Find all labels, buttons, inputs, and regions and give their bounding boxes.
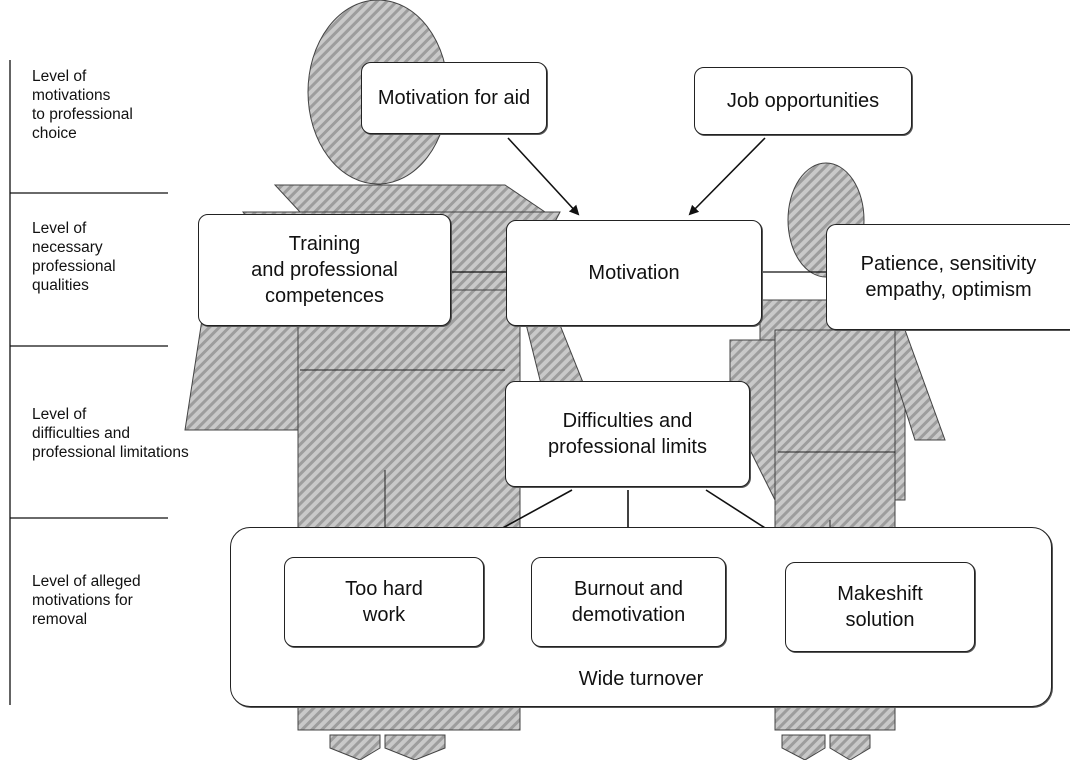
wide-turnover-label: Wide turnover — [578, 668, 704, 690]
level-label-difficulties: Level of difficulties and professional l… — [32, 406, 189, 461]
arrow-aid-to-motivation — [507, 137, 580, 216]
difficulties-limits-box: Difficulties and professional limits — [505, 381, 750, 487]
level-label-removal: Level of alleged motivations for removal — [32, 573, 141, 628]
motivation-box: Motivation — [506, 220, 762, 326]
patience-sensitivity-box: Patience, sensitivity empathy, optimism — [826, 224, 1070, 330]
level-label-choice: Level of motivations to professional cho… — [32, 68, 133, 142]
makeshift-solution-box: Makeshift solution — [785, 562, 975, 652]
training-competences-box: Training and professional competences — [198, 214, 451, 326]
level-label-qualities: Level of necessary professional qualitie… — [32, 220, 116, 294]
motivation-for-aid-box: Motivation for aid — [361, 62, 547, 134]
job-opportunities-box: Job opportunities — [694, 67, 912, 135]
too-hard-work-box: Too hard work — [284, 557, 484, 647]
level-separators — [9, 60, 168, 705]
arrow-jobs-to-motivation — [688, 137, 766, 216]
burnout-demotivation-box: Burnout and demotivation — [531, 557, 726, 647]
